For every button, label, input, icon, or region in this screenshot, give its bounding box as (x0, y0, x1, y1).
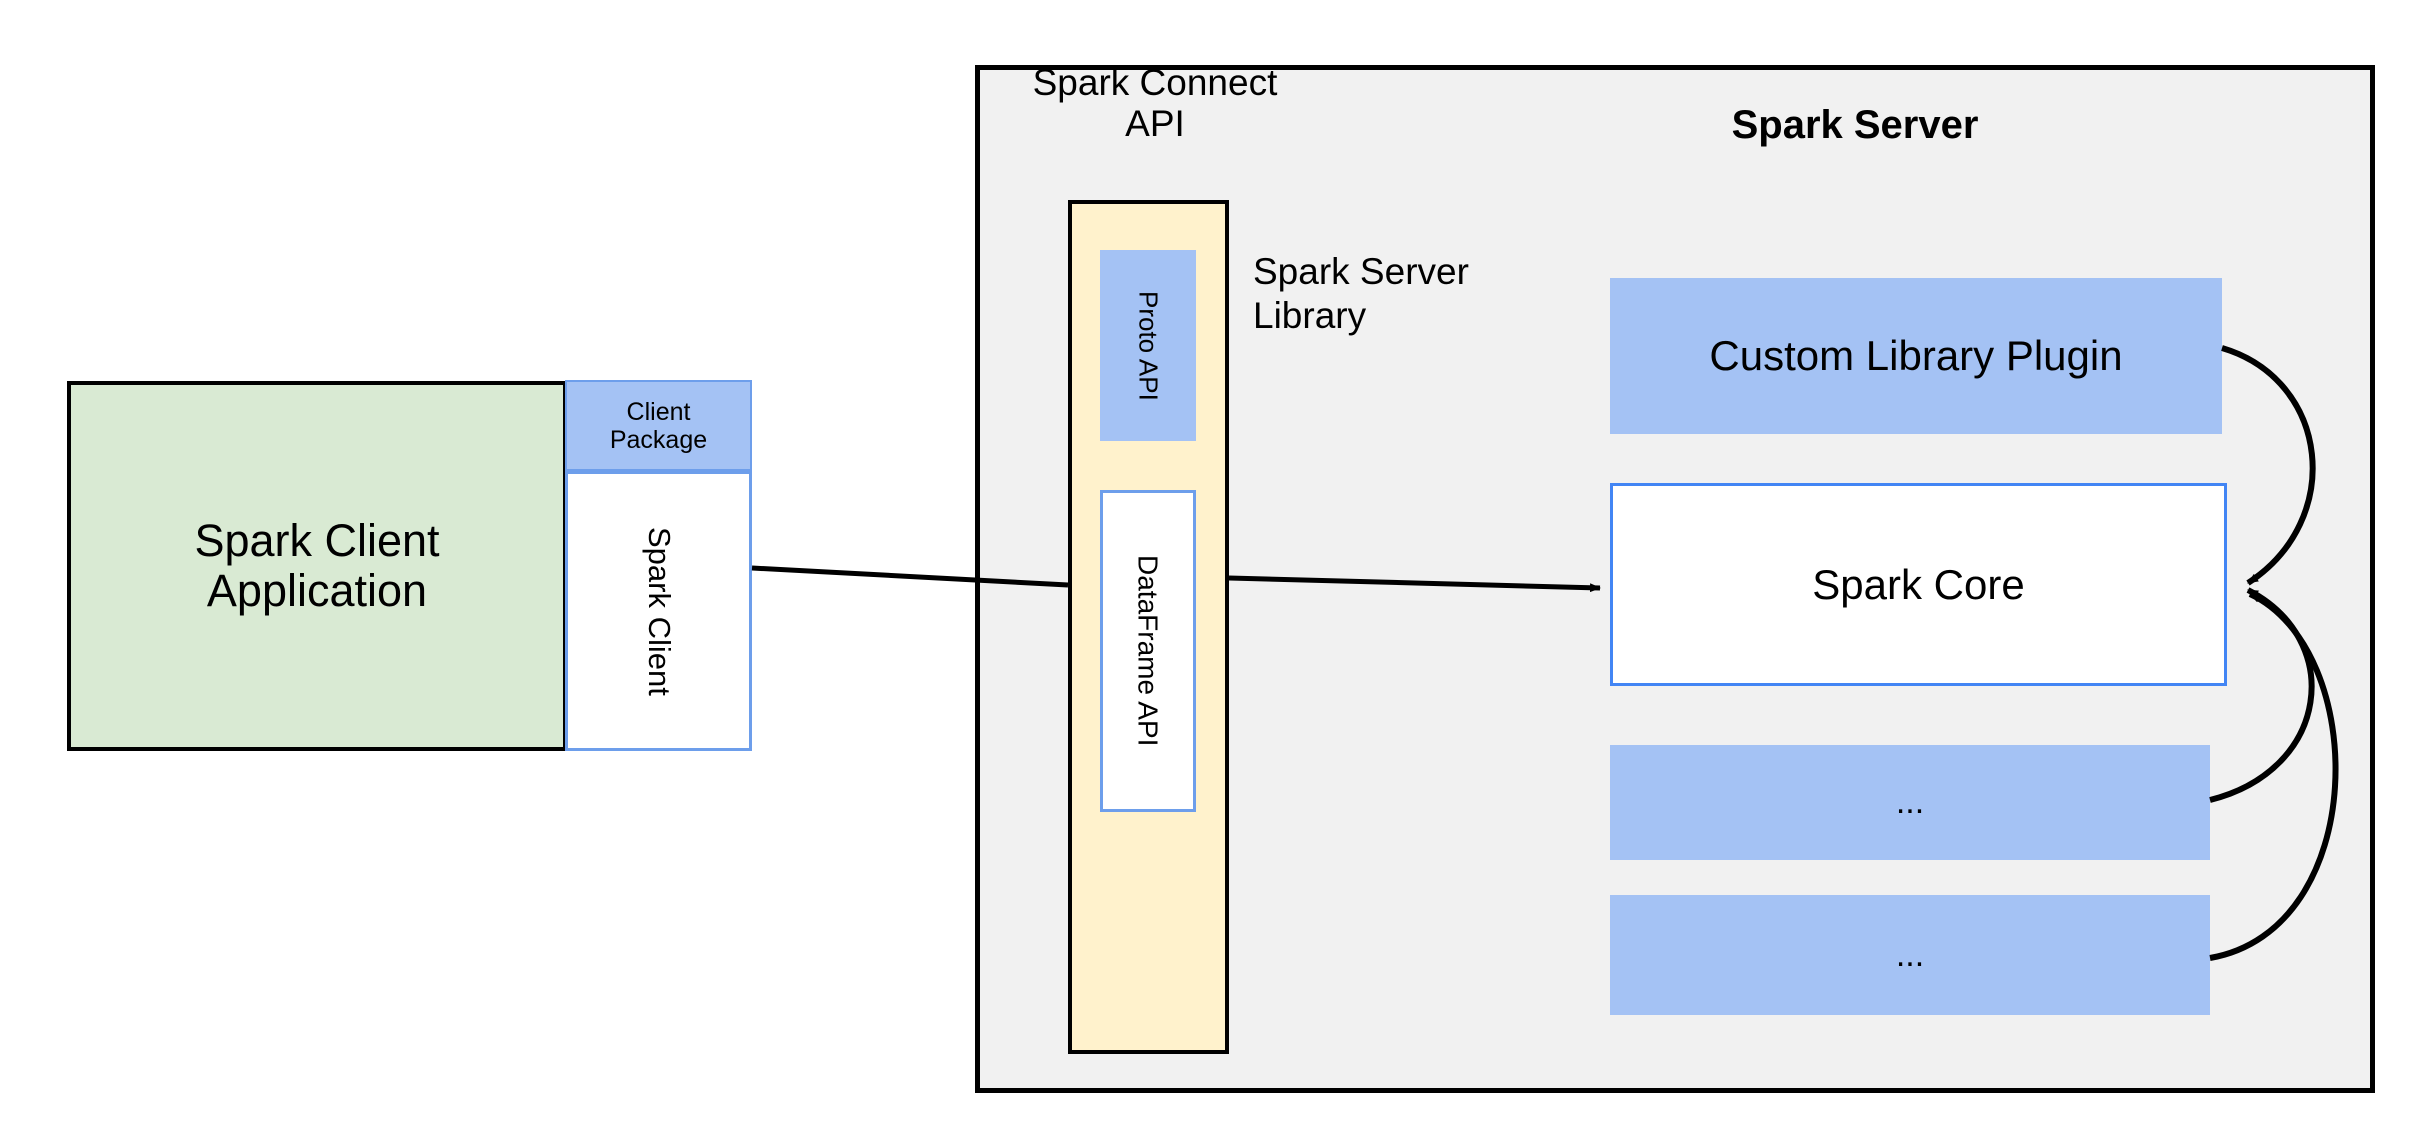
dataframe-api-label: DataFrame API (1132, 555, 1164, 747)
proto-api-box[interactable]: Proto API (1100, 250, 1196, 441)
ellipsis-box-2[interactable]: ... (1610, 895, 2210, 1015)
spark-client-box[interactable]: Spark Client (565, 471, 752, 751)
custom-library-plugin-box[interactable]: Custom Library Plugin (1610, 278, 2222, 434)
dataframe-api-box[interactable]: DataFrame API (1100, 490, 1196, 812)
spark-client-label: Spark Client (641, 526, 677, 696)
spark-core-box[interactable]: Spark Core (1610, 483, 2227, 686)
client-package-box[interactable]: Client Package (565, 380, 752, 471)
ellipsis-box-1[interactable]: ... (1610, 745, 2210, 860)
spark-client-application-box[interactable]: Spark Client Application (67, 381, 567, 751)
spark-connect-api-label: Spark Connect API (1032, 62, 1278, 145)
spark-server-library-label: Spark Server Library (1253, 251, 1469, 336)
spark-server-title: Spark Server (1731, 102, 1979, 147)
proto-api-label: Proto API (1133, 290, 1164, 401)
